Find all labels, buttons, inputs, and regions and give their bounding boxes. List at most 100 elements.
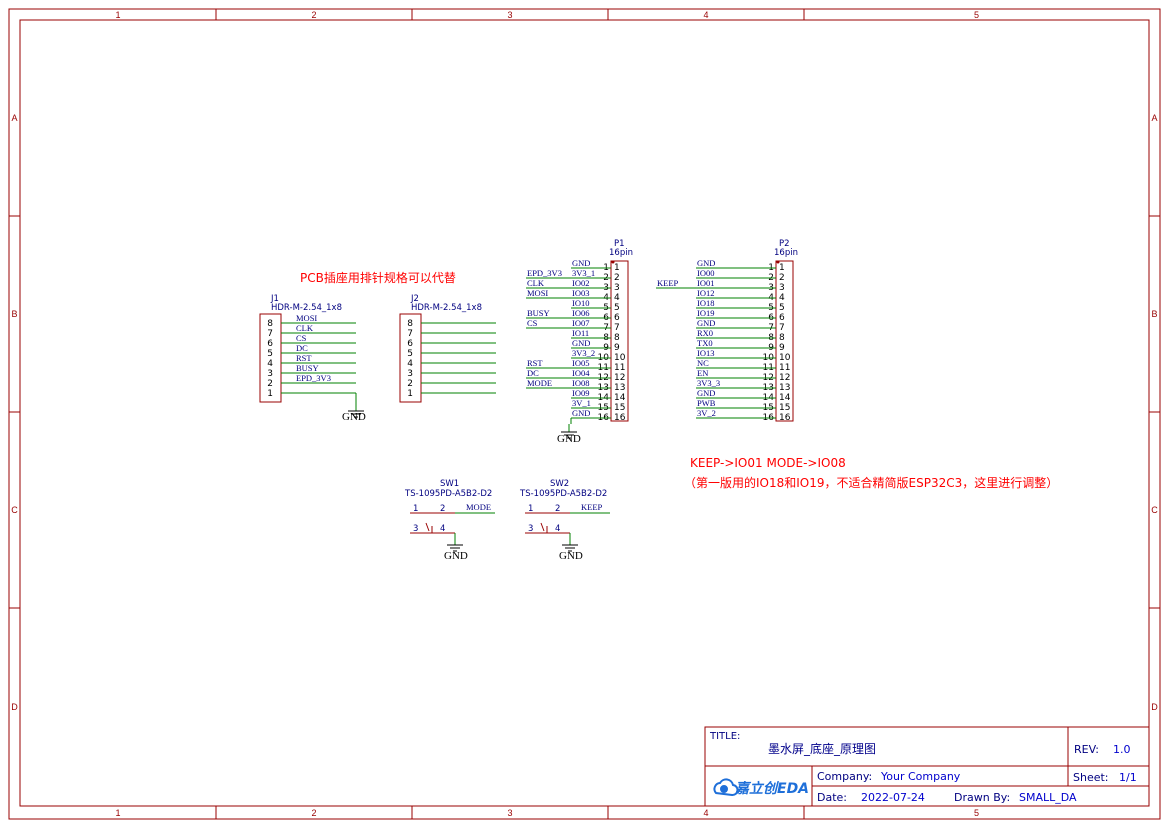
p2-net-label: 3V_2 <box>697 408 716 418</box>
col-label-bottom: 1 <box>115 808 120 818</box>
p2-pin-number-inner: 3 <box>779 283 785 293</box>
j1-pin-number: 6 <box>267 339 273 349</box>
p1-pin-number-inner: 7 <box>614 323 620 333</box>
p2-net-label: IO19 <box>697 308 714 318</box>
jlc-eda-logo: 嘉立创EDA <box>713 778 809 797</box>
title-label: TITLE: <box>709 731 740 742</box>
p1-pin1-marker <box>611 260 615 264</box>
p1-left-net-label: MODE <box>527 378 552 388</box>
col-label-bottom: 3 <box>507 808 512 818</box>
row-label-right: D <box>1151 702 1158 712</box>
p1-left-net-label: BUSY <box>527 308 550 318</box>
p1-net-label: GND <box>572 408 590 418</box>
j1-pin-number: 2 <box>267 379 273 389</box>
p1-pin-number-inner: 3 <box>614 283 620 293</box>
p1-pin-number-inner: 11 <box>614 363 625 373</box>
col-label-bottom: 5 <box>974 808 979 818</box>
sw1-part: TS-1095PD-A5B2-D2 <box>404 489 492 499</box>
sheet-frame <box>8 8 1161 820</box>
company-label: Company: <box>817 770 872 783</box>
p2-pin-number-inner: 8 <box>779 333 785 343</box>
j1-net-label: CS <box>296 333 307 343</box>
p2-part: 16pin <box>774 248 798 258</box>
company-value: Your Company <box>880 770 961 783</box>
p2-pin-number-inner: 9 <box>779 343 785 353</box>
sw1-ref: SW1 <box>440 479 459 489</box>
frame-zone-ticks <box>9 9 1160 819</box>
p2-net-label: IO12 <box>697 288 714 298</box>
p1-pin-number-inner: 5 <box>614 303 620 313</box>
p1-pin-number-inner: 4 <box>614 293 620 303</box>
sw-pin-2: 2 <box>555 504 560 514</box>
p1-pin-number-inner: 13 <box>614 383 625 393</box>
connector-j1[interactable]: J1 HDR-M-2.54_1x8 8MOSI7CLK6CS5DC4RST3BU… <box>259 294 366 423</box>
p2-pin-number-inner: 6 <box>779 313 785 323</box>
p1-net-label: 3V3_2 <box>572 348 595 358</box>
p1-pin-number-inner: 1 <box>614 263 620 273</box>
p2-pin-number-inner: 16 <box>779 413 791 423</box>
sw-actuator <box>425 522 430 532</box>
p1-part: 16pin <box>609 248 633 258</box>
p1-net-label: GND <box>572 338 590 348</box>
p1-ref: P1 <box>614 239 625 249</box>
p2-net-label: PWB <box>697 398 716 408</box>
j1-net-label: RST <box>296 353 312 363</box>
p1-left-net-label: EPD_3V3 <box>527 268 562 278</box>
j1-pin-number: 7 <box>267 329 273 339</box>
j1-ground-symbol: GND <box>342 393 366 423</box>
note-detail: （第一版用的IO18和IO19，不适合精简版ESP32C3，这里进行调整） <box>684 475 1058 490</box>
p1-net-label: 3V_1 <box>572 398 591 408</box>
sheet-label: Sheet: <box>1073 771 1109 784</box>
sw-pin-3: 3 <box>528 524 533 534</box>
ground-label: GND <box>557 433 581 445</box>
sw2-ref: SW2 <box>550 479 569 489</box>
p2-pin-group: 11GND22IO0033IO0144IO1255IO1866IO1977GND… <box>656 258 791 423</box>
j2-pin-number: 6 <box>407 339 413 349</box>
p2-net-label: GND <box>697 388 715 398</box>
p2-net-label: IO13 <box>697 348 714 358</box>
p1-net-label: IO02 <box>572 278 589 288</box>
note-pcb-socket: PCB插座用排针规格可以代替 <box>300 270 456 285</box>
sw-pin-1: 1 <box>528 504 533 514</box>
connector-p2[interactable]: P2 16pin 11GND22IO0033IO0144IO1255IO1866… <box>656 239 798 423</box>
drawn-label: Drawn By: <box>954 791 1010 804</box>
p1-net-label: IO06 <box>572 308 589 318</box>
p1-left-net-label: CLK <box>527 278 545 288</box>
p1-left-net-label: MOSI <box>527 288 548 298</box>
p2-pin-number-inner: 10 <box>779 353 791 363</box>
sw-pin-1: 1 <box>413 504 418 514</box>
sw2-part: TS-1095PD-A5B2-D2 <box>519 489 607 499</box>
sw-pin-2: 2 <box>440 504 445 514</box>
ground-label: GND <box>444 550 468 562</box>
p1-net-label: IO04 <box>572 368 590 378</box>
j2-pin-number: 7 <box>407 329 413 339</box>
row-label-left: C <box>11 505 18 515</box>
j2-pin-number: 1 <box>407 389 413 399</box>
j1-pin-number: 3 <box>267 369 273 379</box>
row-label-left: D <box>11 702 18 712</box>
p2-keep-label: KEEP <box>657 278 679 288</box>
date-label: Date: <box>817 791 847 804</box>
connector-p1[interactable]: P1 16pin 11GND223V3_1EPD_3V333IO02CLK44I… <box>526 239 633 445</box>
p2-net-label: GND <box>697 318 715 328</box>
p2-pin-number-inner: 2 <box>779 273 785 283</box>
date-value: 2022-07-24 <box>861 791 925 804</box>
p2-pin-number-inner: 11 <box>779 363 790 373</box>
p2-net-label: 3V3_3 <box>697 378 720 388</box>
p1-pin-number-inner: 16 <box>614 413 626 423</box>
row-label-right: B <box>1151 309 1157 319</box>
p2-ref: P2 <box>779 239 790 249</box>
p2-pin-number-inner: 13 <box>779 383 790 393</box>
p1-left-net-label: RST <box>527 358 543 368</box>
p2-net-label: TX0 <box>697 338 713 348</box>
p2-pin-number-inner: 1 <box>779 263 785 273</box>
p1-net-label: GND <box>572 258 590 268</box>
sw-pin-3: 3 <box>413 524 418 534</box>
row-label-left: B <box>11 309 17 319</box>
